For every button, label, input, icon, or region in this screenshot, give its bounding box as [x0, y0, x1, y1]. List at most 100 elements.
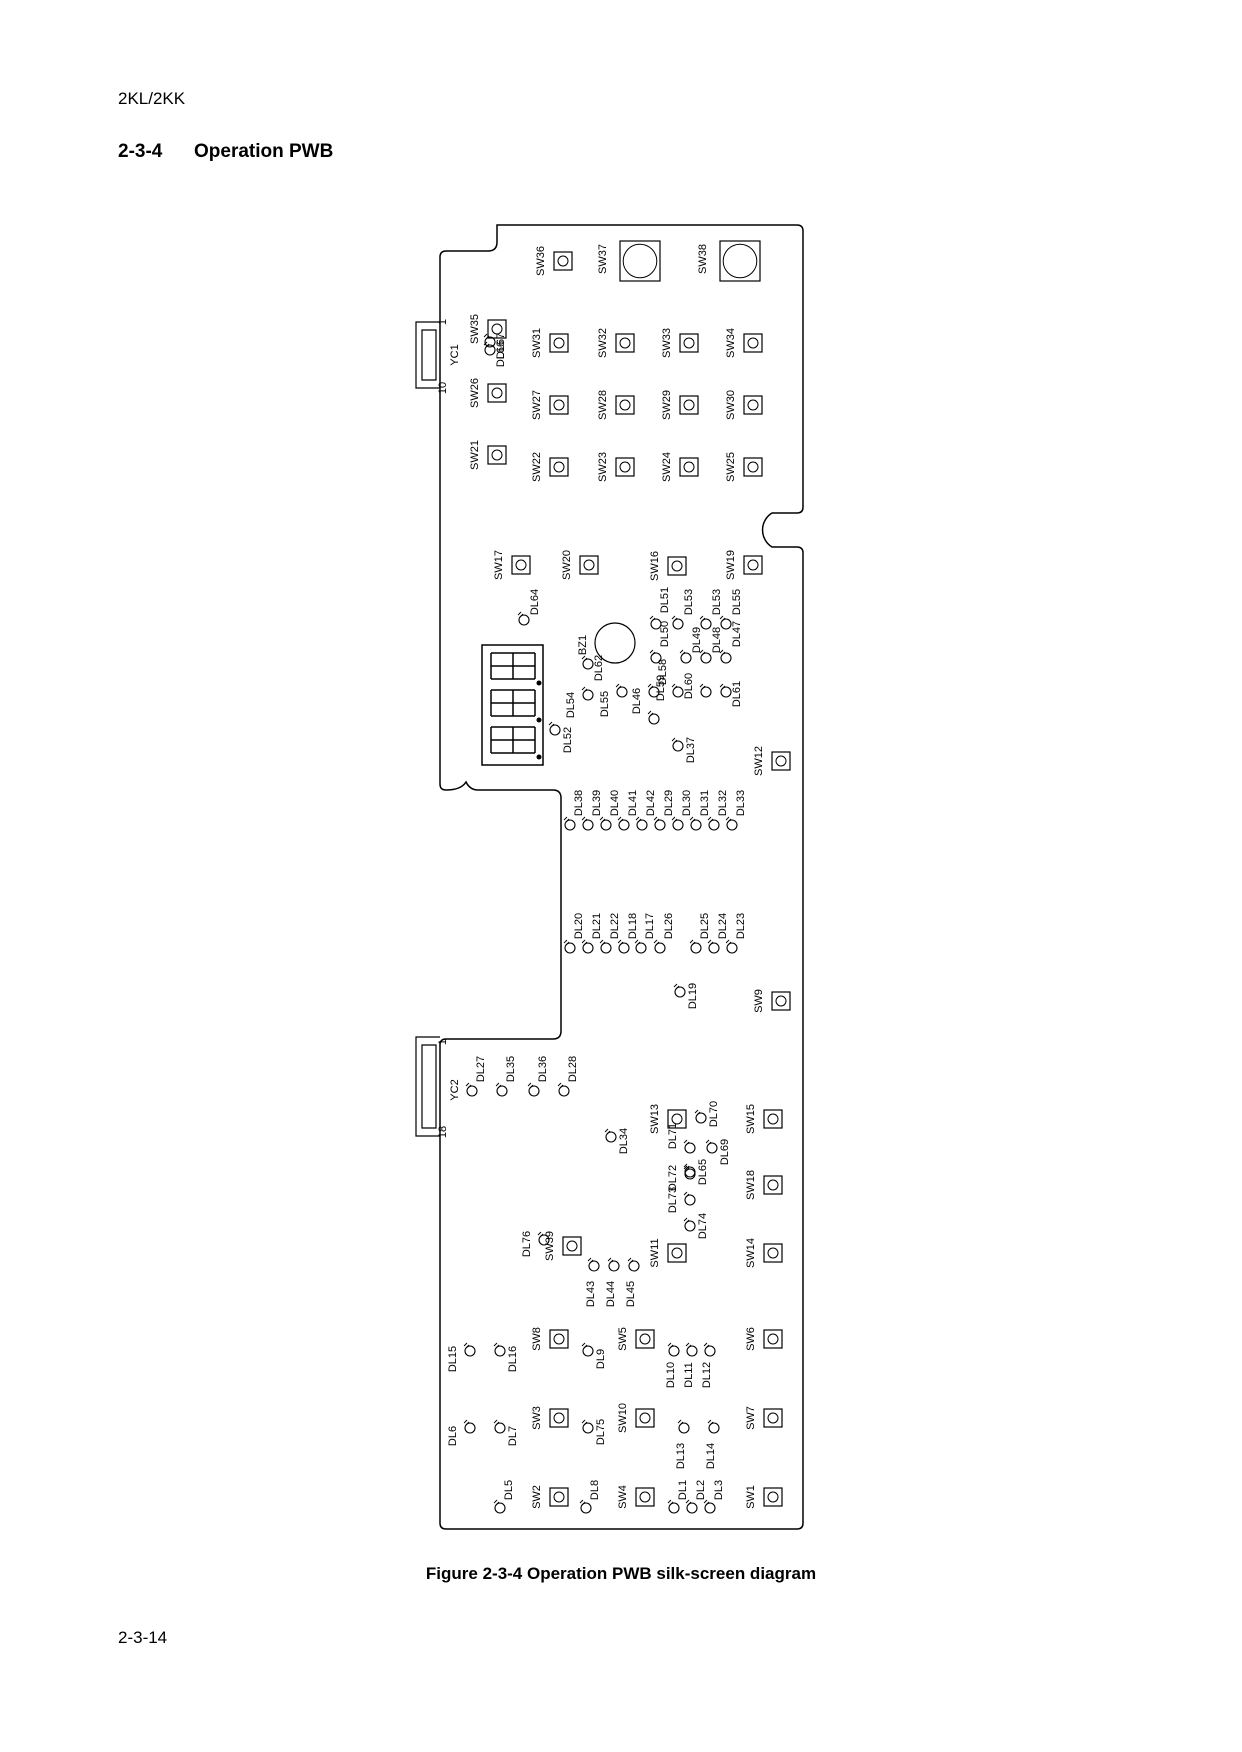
led-dl72	[683, 1165, 696, 1180]
switch-sw29[interactable]	[679, 395, 699, 415]
led-label-dl1: DL1	[677, 1480, 689, 1500]
led-dl73	[683, 1191, 696, 1206]
led-dl34	[604, 1128, 617, 1143]
switch-sw37[interactable]	[619, 240, 661, 282]
led-dl44	[607, 1257, 620, 1272]
switch-sw11[interactable]	[667, 1243, 687, 1263]
switch-sw17[interactable]	[511, 555, 531, 575]
switch-sw15[interactable]	[763, 1109, 783, 1129]
switch-label-sw38: SW38	[697, 244, 709, 274]
led-dl52	[548, 721, 561, 736]
led-label-dl65: DL65	[697, 1159, 709, 1185]
switch-sw10[interactable]	[635, 1408, 655, 1428]
led-label-dl59: DL59	[655, 675, 667, 701]
switch-sw30[interactable]	[743, 395, 763, 415]
switch-sw3[interactable]	[549, 1408, 569, 1428]
board-outline	[439, 224, 804, 1530]
switch-sw12[interactable]	[771, 751, 791, 771]
led-label-dl40: DL40	[609, 790, 621, 816]
yc2-pin-last: 18	[437, 1126, 449, 1138]
switch-label-sw14: SW14	[745, 1238, 757, 1268]
switch-sw28[interactable]	[615, 395, 635, 415]
switch-sw9[interactable]	[771, 991, 791, 1011]
switch-sw35[interactable]	[487, 319, 507, 339]
led-label-dl25: DL25	[699, 913, 711, 939]
led-dl53	[671, 615, 684, 630]
switch-sw16[interactable]	[667, 556, 687, 576]
switch-sw7[interactable]	[763, 1408, 783, 1428]
led-label-dl50: DL50	[659, 621, 671, 647]
switch-label-sw2: SW2	[531, 1485, 543, 1509]
switch-sw21[interactable]	[487, 445, 507, 465]
led-dl23	[725, 939, 738, 954]
switch-sw39[interactable]	[562, 1236, 582, 1256]
led-dl50	[649, 649, 662, 664]
switch-label-sw19: SW19	[725, 550, 737, 580]
switch-sw36[interactable]	[553, 251, 573, 271]
switch-label-sw22: SW22	[531, 452, 543, 482]
switch-sw27[interactable]	[549, 395, 569, 415]
led-dl62	[581, 655, 594, 670]
led-dl61	[719, 683, 732, 698]
switch-label-sw1: SW1	[745, 1485, 757, 1509]
led-label-dl34: DL34	[618, 1128, 630, 1154]
switch-label-sw36: SW36	[535, 246, 547, 276]
led-label-dl51: DL51	[659, 587, 671, 613]
switch-sw31[interactable]	[549, 333, 569, 353]
switch-label-sw11: SW11	[649, 1238, 661, 1267]
document-model: 2KL/2KK	[118, 89, 186, 108]
led-label-dl16: DL16	[507, 1346, 519, 1372]
led-label-dl41: DL41	[627, 790, 639, 816]
switch-sw38[interactable]	[719, 240, 761, 282]
switch-sw25[interactable]	[743, 457, 763, 477]
switch-sw1[interactable]	[763, 1487, 783, 1507]
switch-sw23[interactable]	[615, 457, 635, 477]
led-dl21	[581, 939, 594, 954]
switch-label-sw16: SW16	[649, 551, 661, 581]
led-label-dl69: DL69	[719, 1139, 731, 1165]
switch-label-sw10: SW10	[617, 1403, 629, 1433]
switch-sw33[interactable]	[679, 333, 699, 353]
led-label-dl76: DL76	[521, 1231, 533, 1257]
led-label-dl71: DL71	[667, 1123, 679, 1149]
yc1-pin-last: 10	[437, 382, 449, 394]
led-label-dl44: DL44	[605, 1281, 617, 1307]
led-dl45	[627, 1257, 640, 1272]
switch-label-sw20: SW20	[561, 550, 573, 580]
led-dl31	[689, 816, 702, 831]
led-dl18	[617, 939, 630, 954]
led-dl35	[495, 1082, 508, 1097]
switch-sw19[interactable]	[743, 555, 763, 575]
switch-label-sw8: SW8	[531, 1327, 543, 1351]
switch-label-sw9: SW9	[753, 989, 765, 1013]
led-label-dl29: DL29	[663, 790, 675, 816]
led-dl33	[725, 816, 738, 831]
led-label-dl24: DL24	[717, 913, 729, 939]
switch-label-sw29: SW29	[661, 390, 673, 420]
switch-sw13[interactable]	[667, 1109, 687, 1129]
switch-sw22[interactable]	[549, 457, 569, 477]
switch-sw5[interactable]	[635, 1329, 655, 1349]
led-label-dl36: DL36	[537, 1056, 549, 1082]
switch-sw6[interactable]	[763, 1329, 783, 1349]
switch-sw8[interactable]	[549, 1329, 569, 1349]
switch-sw26[interactable]	[487, 383, 507, 403]
yc2-connector-body	[415, 1036, 440, 1137]
switch-sw2[interactable]	[549, 1487, 569, 1507]
switch-sw4[interactable]	[635, 1487, 655, 1507]
switch-sw32[interactable]	[615, 333, 635, 353]
switch-sw20[interactable]	[579, 555, 599, 575]
section-title: Operation PWB	[194, 141, 334, 162]
led-label-dl33: DL33	[735, 790, 747, 816]
switch-sw24[interactable]	[679, 457, 699, 477]
led-dl41	[617, 816, 630, 831]
figure-caption: Figure 2-3-4 Operation PWB silk-screen d…	[425, 1564, 817, 1583]
switch-label-sw35: SW35	[469, 314, 481, 344]
switch-sw14[interactable]	[763, 1243, 783, 1263]
led-label-dl13: DL13	[675, 1443, 687, 1469]
led-dl8	[579, 1499, 592, 1514]
switch-sw18[interactable]	[763, 1175, 783, 1195]
led-dl19	[673, 983, 686, 998]
led-label-dl58: DL58	[657, 659, 669, 685]
switch-sw34[interactable]	[743, 333, 763, 353]
